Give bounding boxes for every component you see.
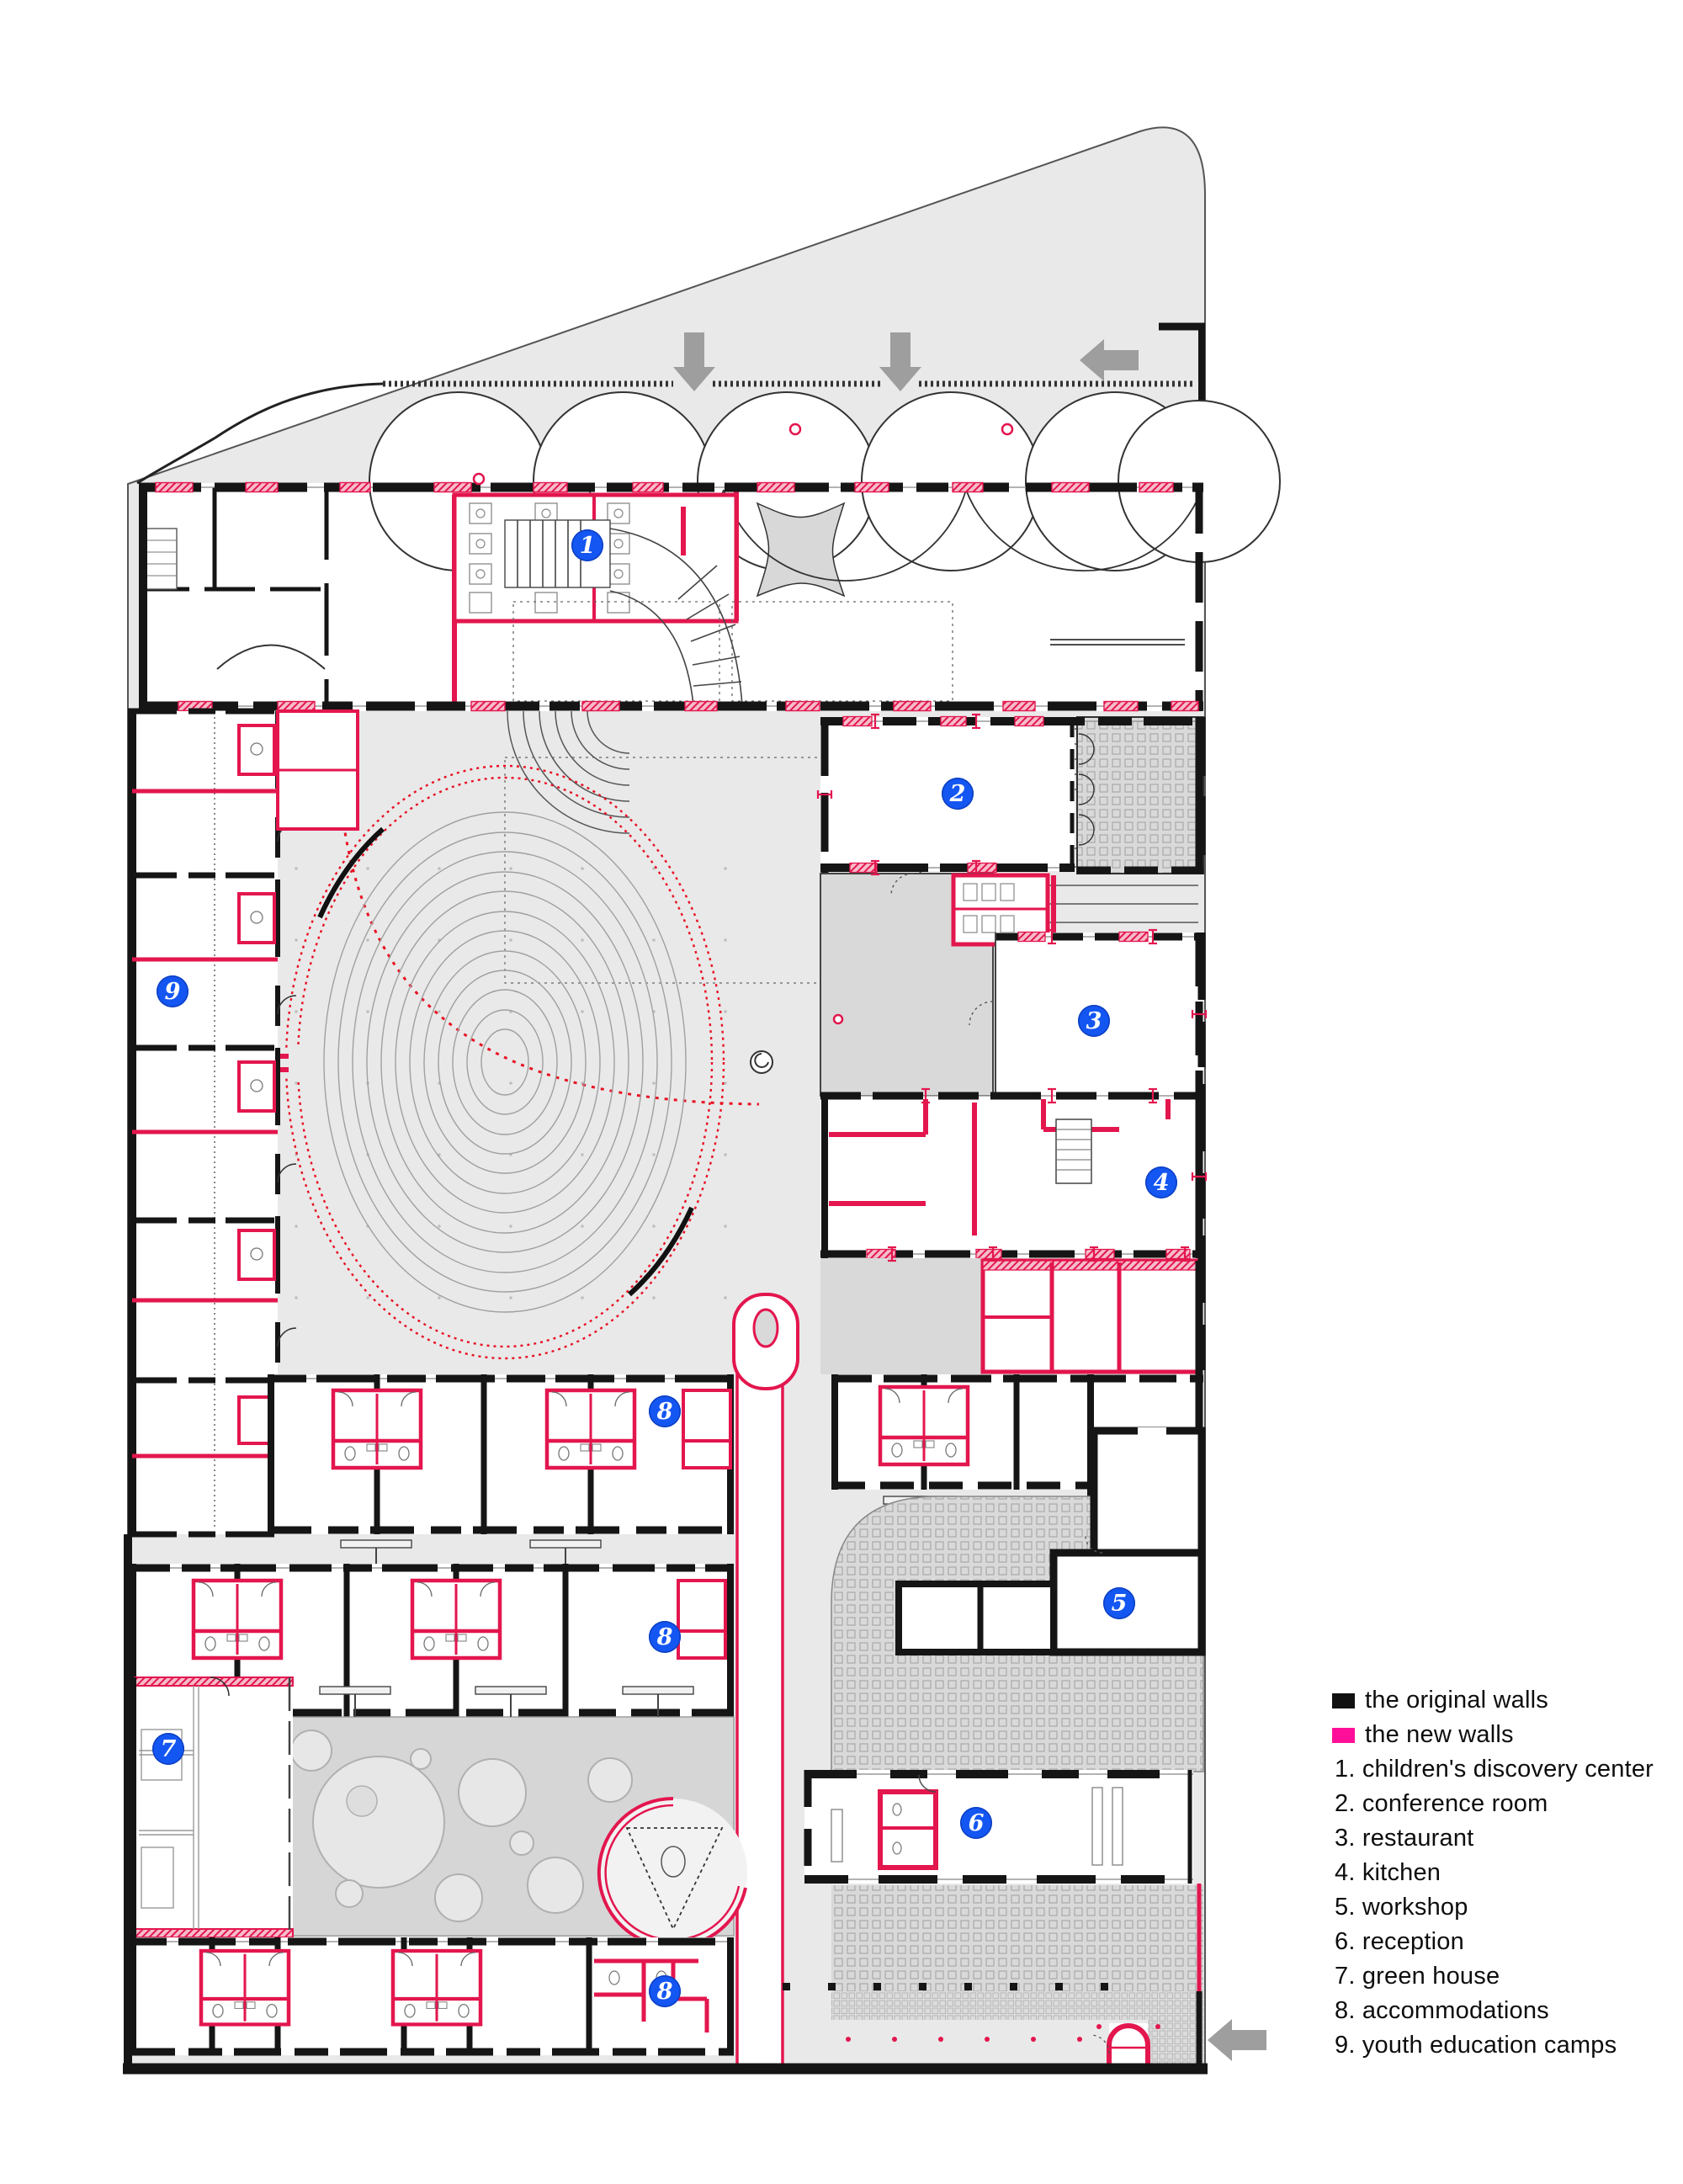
room-marker-7: 7 bbox=[152, 1733, 184, 1765]
arched-gate bbox=[1090, 2023, 1160, 2069]
room-marker-6: 6 bbox=[960, 1807, 992, 1839]
b1-dotted-zones bbox=[512, 601, 953, 702]
building-4-kitchen bbox=[820, 1092, 1203, 1260]
building-7-green-house bbox=[128, 1677, 294, 1938]
legend-item-room-2: 2. conference room bbox=[1326, 1787, 1683, 1821]
b1-walls bbox=[139, 481, 1203, 712]
red-circle-markers bbox=[472, 422, 1014, 1025]
canopy-pendentive bbox=[756, 502, 846, 598]
legend-item-room-6: 6. reception bbox=[1326, 1925, 1683, 1959]
room-marker-4: 4 bbox=[1145, 1166, 1177, 1198]
legend-label: 8. accommodations bbox=[1335, 1997, 1549, 2024]
legend-swatch-original-walls-icon bbox=[1332, 1692, 1355, 1708]
legend-item-room-9: 9. youth education camps bbox=[1326, 2028, 1683, 2063]
room-marker-5: 5 bbox=[1103, 1587, 1135, 1619]
legend-item-new-walls: the new walls bbox=[1326, 1718, 1683, 1752]
amphi-east-fixture bbox=[750, 1050, 773, 1074]
wing-bathrooms bbox=[237, 724, 276, 1445]
garden-courtyard bbox=[252, 1686, 747, 1948]
building-5-workshop bbox=[831, 1427, 1206, 1772]
amphitheater-rings bbox=[323, 811, 687, 1313]
accommodations-row-c bbox=[128, 1937, 734, 2056]
room-marker-2: 2 bbox=[942, 778, 974, 810]
legend-item-room-3: 3. restaurant bbox=[1326, 1821, 1683, 1856]
legend-label: 4. kitchen bbox=[1335, 1859, 1441, 1886]
legend-label: 6. reception bbox=[1335, 1928, 1464, 1955]
legend-label: the new walls bbox=[1365, 1721, 1514, 1748]
room-marker-3: 3 bbox=[1078, 1005, 1110, 1037]
building-1-childrens-discovery-center bbox=[139, 391, 1281, 712]
room-marker-8: 8 bbox=[649, 1621, 681, 1653]
legend-item-room-8: 8. accommodations bbox=[1326, 1994, 1683, 2028]
legend-item-room-1: 1. children's discovery center bbox=[1326, 1752, 1683, 1787]
legend-label: 5. workshop bbox=[1335, 1894, 1468, 1921]
entry-plaza-fine-tiles bbox=[831, 1991, 1203, 2020]
service-rooms bbox=[820, 1258, 1203, 1374]
amphitheater-benches bbox=[317, 826, 694, 1297]
legend-item-original-walls: the original walls bbox=[1326, 1683, 1683, 1718]
legend-label: 1. children's discovery center bbox=[1335, 1756, 1654, 1783]
room-marker-8: 8 bbox=[649, 1395, 681, 1427]
legend-label: the original walls bbox=[1365, 1687, 1548, 1714]
entry-plaza-tiles bbox=[831, 1885, 1203, 1991]
legend-label: 3. restaurant bbox=[1335, 1825, 1474, 1852]
fan-stair bbox=[507, 710, 630, 834]
kitchen-stair bbox=[1055, 1119, 1092, 1184]
amphi-west-gap bbox=[278, 1048, 305, 1078]
legend-label: 7. green house bbox=[1335, 1963, 1500, 1990]
building-2-conference-room bbox=[820, 715, 1204, 874]
building-6-reception bbox=[783, 1770, 1203, 2069]
room-marker-9: 9 bbox=[157, 975, 188, 1007]
accommodations-row-a bbox=[268, 1374, 734, 1534]
terrace-door-arcs bbox=[1078, 733, 1095, 846]
left-wing-9-youth-education-camps bbox=[128, 708, 359, 1538]
legend-item-room-4: 4. kitchen bbox=[1326, 1856, 1683, 1890]
room-marker-1: 1 bbox=[571, 529, 603, 561]
red-dot-row bbox=[846, 2037, 1082, 2042]
b1-toilet-block bbox=[452, 492, 739, 624]
room-marker-8: 8 bbox=[649, 1975, 681, 2007]
legend-swatch-new-walls-icon bbox=[1332, 1727, 1355, 1743]
legend-item-room-5: 5. workshop bbox=[1326, 1890, 1683, 1925]
legend: the original walls the new walls 1. childr… bbox=[1326, 1683, 1683, 2063]
bollards bbox=[783, 1983, 1108, 1990]
garden-trees bbox=[290, 1730, 670, 1922]
central-road bbox=[732, 1293, 799, 2069]
reception-toilet-pod bbox=[878, 1774, 938, 1870]
legend-label: 9. youth education camps bbox=[1335, 2032, 1617, 2059]
legend-item-room-7: 7. green house bbox=[1326, 1959, 1683, 1994]
legend-label: 2. conference room bbox=[1335, 1790, 1548, 1817]
greenhouse-glass bbox=[139, 1686, 199, 1929]
accommodations-row-b bbox=[128, 1564, 734, 1717]
garden-pavilion bbox=[597, 1797, 747, 1948]
entrance-arrow-left-icon bbox=[1208, 2019, 1266, 2061]
